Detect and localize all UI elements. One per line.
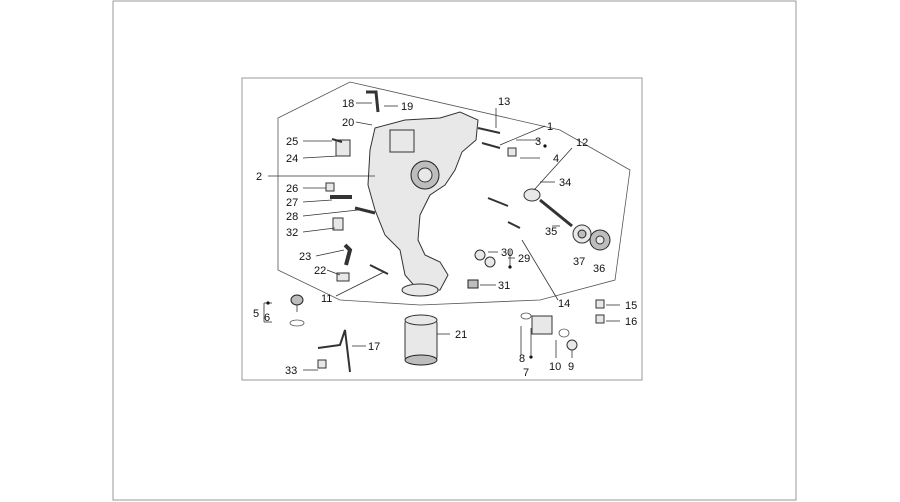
callout-31: 31	[498, 280, 510, 292]
pump-shaft	[539, 198, 573, 228]
filter-cartridge	[520, 312, 578, 351]
callout-28: 28	[286, 211, 298, 223]
callout-12: 12	[576, 137, 588, 149]
callout-16: 16	[625, 316, 637, 328]
sensor	[467, 279, 479, 289]
bracket	[317, 329, 351, 373]
leader-dots	[266, 144, 547, 359]
plugs	[325, 139, 517, 282]
leader-lines	[263, 102, 620, 371]
callout-29: 29	[518, 253, 530, 265]
callout-37: 37	[573, 256, 585, 268]
callout-24: 24	[286, 153, 298, 165]
callout-14: 14	[558, 298, 570, 310]
callout-4: 4	[553, 153, 559, 165]
callout-10: 10	[549, 361, 561, 373]
callout-30: 30	[501, 247, 513, 259]
callout-18: 18	[342, 98, 354, 110]
pump-impeller	[589, 229, 611, 251]
drive-gear	[523, 188, 541, 202]
sheet-frame	[112, 0, 797, 501]
callout-11: 11	[321, 293, 332, 305]
oil-pipe	[366, 90, 380, 113]
callout-15: 15	[625, 300, 637, 312]
callout-labels: 1 2 3 4 5 6 7 8 9 10 11 12 13 14 15 16 1…	[253, 96, 637, 379]
callout-35: 35	[545, 226, 557, 238]
oil-filter	[404, 314, 438, 366]
clips	[595, 299, 605, 324]
bolts	[330, 127, 521, 275]
callout-13: 13	[498, 96, 510, 108]
pump-gear	[572, 224, 592, 244]
callout-27: 27	[286, 197, 298, 209]
callout-32: 32	[286, 227, 298, 239]
diagram-frame	[241, 77, 643, 381]
callout-2: 2	[256, 171, 262, 183]
callout-21: 21	[455, 329, 467, 341]
dipstick	[289, 294, 305, 327]
callout-19: 19	[401, 101, 413, 113]
callout-5: 5	[253, 308, 259, 320]
callout-34: 34	[559, 177, 571, 189]
callout-22: 22	[314, 265, 326, 277]
callout-20: 20	[342, 117, 354, 129]
callout-17: 17	[368, 341, 380, 353]
callout-7: 7	[523, 367, 529, 379]
callout-33: 33	[285, 365, 297, 377]
callout-9: 9	[568, 361, 574, 373]
callout-23: 23	[299, 251, 311, 263]
callout-26: 26	[286, 183, 298, 195]
callout-3: 3	[535, 136, 541, 148]
crankcase-cover	[367, 111, 479, 297]
callout-6: 6	[264, 312, 270, 324]
callout-1: 1	[547, 121, 553, 133]
callout-36: 36	[593, 263, 605, 275]
callout-25: 25	[286, 136, 298, 148]
callout-8: 8	[519, 353, 525, 365]
assembly-outline	[277, 81, 631, 306]
